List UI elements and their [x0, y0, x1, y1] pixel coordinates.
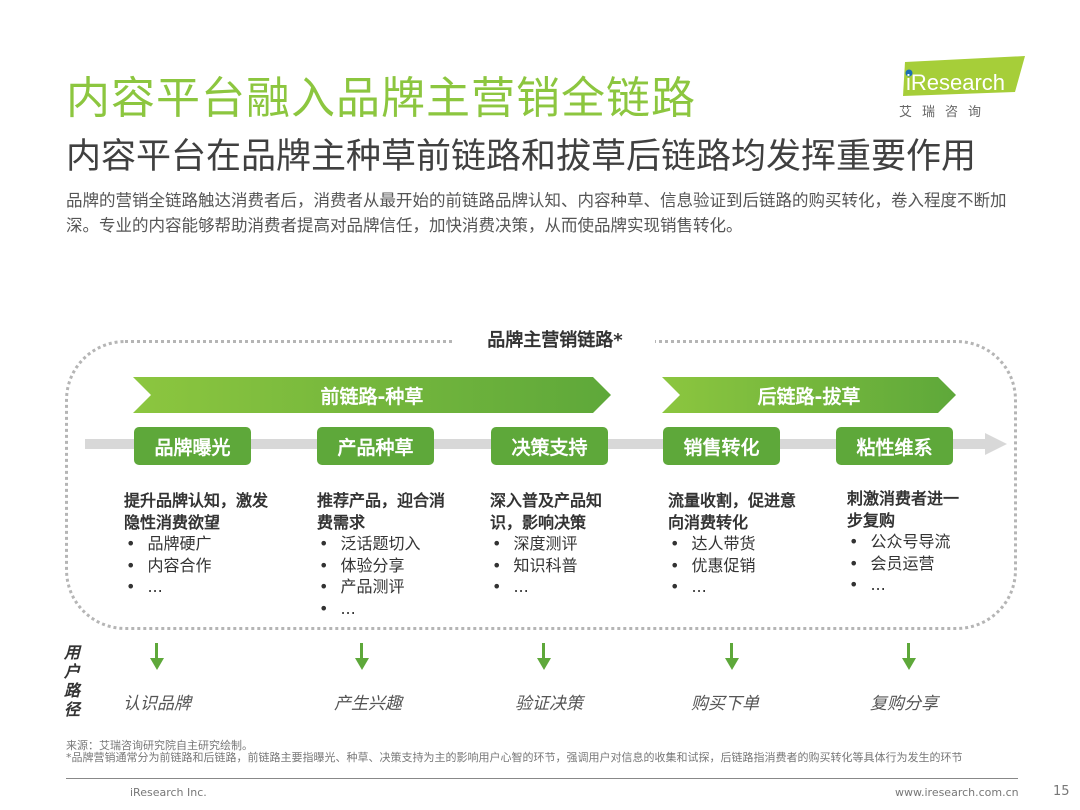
list-item: 深度测评: [490, 533, 625, 555]
footer-divider: [66, 778, 1018, 779]
list-item: 知识科普: [490, 555, 625, 577]
stage-decision-support: 决策支持: [491, 427, 608, 465]
stage-detail: 深入普及产品知识，影响决策 深度测评知识科普...: [490, 490, 625, 598]
copyright: iResearch Inc.: [130, 786, 207, 799]
stage-detail: 刺激消费者进一步复购 公众号导流会员运营...: [847, 488, 962, 596]
user-path-step: 购买下单: [691, 694, 759, 714]
list-item: 达人带货: [668, 533, 803, 555]
stage-detail-head: 推荐产品，迎合消费需求: [317, 491, 446, 532]
source-note: 来源：艾瑞咨询研究院自主研究绘制。: [66, 739, 253, 752]
stage-detail-head: 刺激消费者进一步复购: [847, 489, 960, 530]
user-path-step: 复购分享: [870, 694, 938, 714]
user-path-step: 验证决策: [515, 694, 583, 714]
timeline-arrow-icon: [985, 433, 1007, 455]
description: 品牌的营销全链路触达消费者后，消费者从最开始的前链路品牌认知、内容种草、信息验证…: [66, 191, 1007, 235]
list-item: 公众号导流: [847, 531, 962, 553]
down-arrow-icon: [537, 643, 551, 671]
stage-detail-head: 深入普及产品知识，影响决策: [490, 491, 603, 532]
list-item: 泛话题切入: [317, 533, 452, 555]
front-chain-banner: 前链路-种草: [133, 377, 611, 413]
down-arrow-icon: [355, 643, 369, 671]
back-chain-banner: 后链路-拔草: [662, 377, 956, 413]
stage-loyalty: 粘性维系: [836, 427, 953, 465]
list-item: 会员运营: [847, 553, 962, 575]
page-subtitle: 内容平台在品牌主种草前链路和拔草后链路均发挥重要作用: [66, 137, 977, 177]
user-path-label: 用户路径: [64, 643, 81, 719]
stage-detail: 推荐产品，迎合消费需求 泛话题切入体验分享产品测评...: [317, 490, 452, 619]
down-arrow-icon: [902, 643, 916, 671]
list-item: ...: [847, 574, 962, 596]
svg-text:艾瑞咨询: 艾瑞咨询: [899, 105, 991, 120]
list-item: 品牌硬广: [124, 533, 279, 555]
down-arrow-icon: [725, 643, 739, 671]
list-item: 内容合作: [124, 555, 279, 577]
svg-text:iResearch: iResearch: [906, 70, 1005, 95]
stage-product-seeding: 产品种草: [317, 427, 434, 465]
stage-detail: 流量收割，促进意向消费转化 达人带货优惠促销...: [668, 490, 803, 598]
page-title: 内容平台融入品牌主营销全链路: [66, 73, 696, 124]
list-item: ...: [490, 576, 625, 598]
list-item: ...: [317, 598, 452, 620]
stage-brand-exposure: 品牌曝光: [134, 427, 251, 465]
page-number: 15: [1053, 784, 1070, 799]
stage-detail-head: 流量收割，促进意向消费转化: [668, 491, 797, 532]
list-item: ...: [124, 576, 279, 598]
user-path-step: 认识品牌: [123, 694, 191, 714]
stage-detail: 提升品牌认知，激发隐性消费欲望 品牌硬广内容合作...: [124, 490, 279, 598]
frame-label: 品牌主营销链路*: [455, 326, 655, 352]
list-item: ...: [668, 576, 803, 598]
stage-detail-head: 提升品牌认知，激发隐性消费欲望: [124, 491, 269, 532]
footnote: *品牌营销通常分为前链路和后链路，前链路主要指曝光、种草、决策支持为主的影响用户…: [66, 751, 963, 764]
down-arrow-icon: [150, 643, 164, 671]
user-path-step: 产生兴趣: [334, 694, 402, 714]
iresearch-logo: iResearch 艾瑞咨询: [893, 56, 1028, 124]
stage-sales-conversion: 销售转化: [663, 427, 780, 465]
website-link[interactable]: www.iresearch.com.cn: [895, 786, 1019, 799]
list-item: 体验分享: [317, 555, 452, 577]
list-item: 产品测评: [317, 576, 452, 598]
list-item: 优惠促销: [668, 555, 803, 577]
